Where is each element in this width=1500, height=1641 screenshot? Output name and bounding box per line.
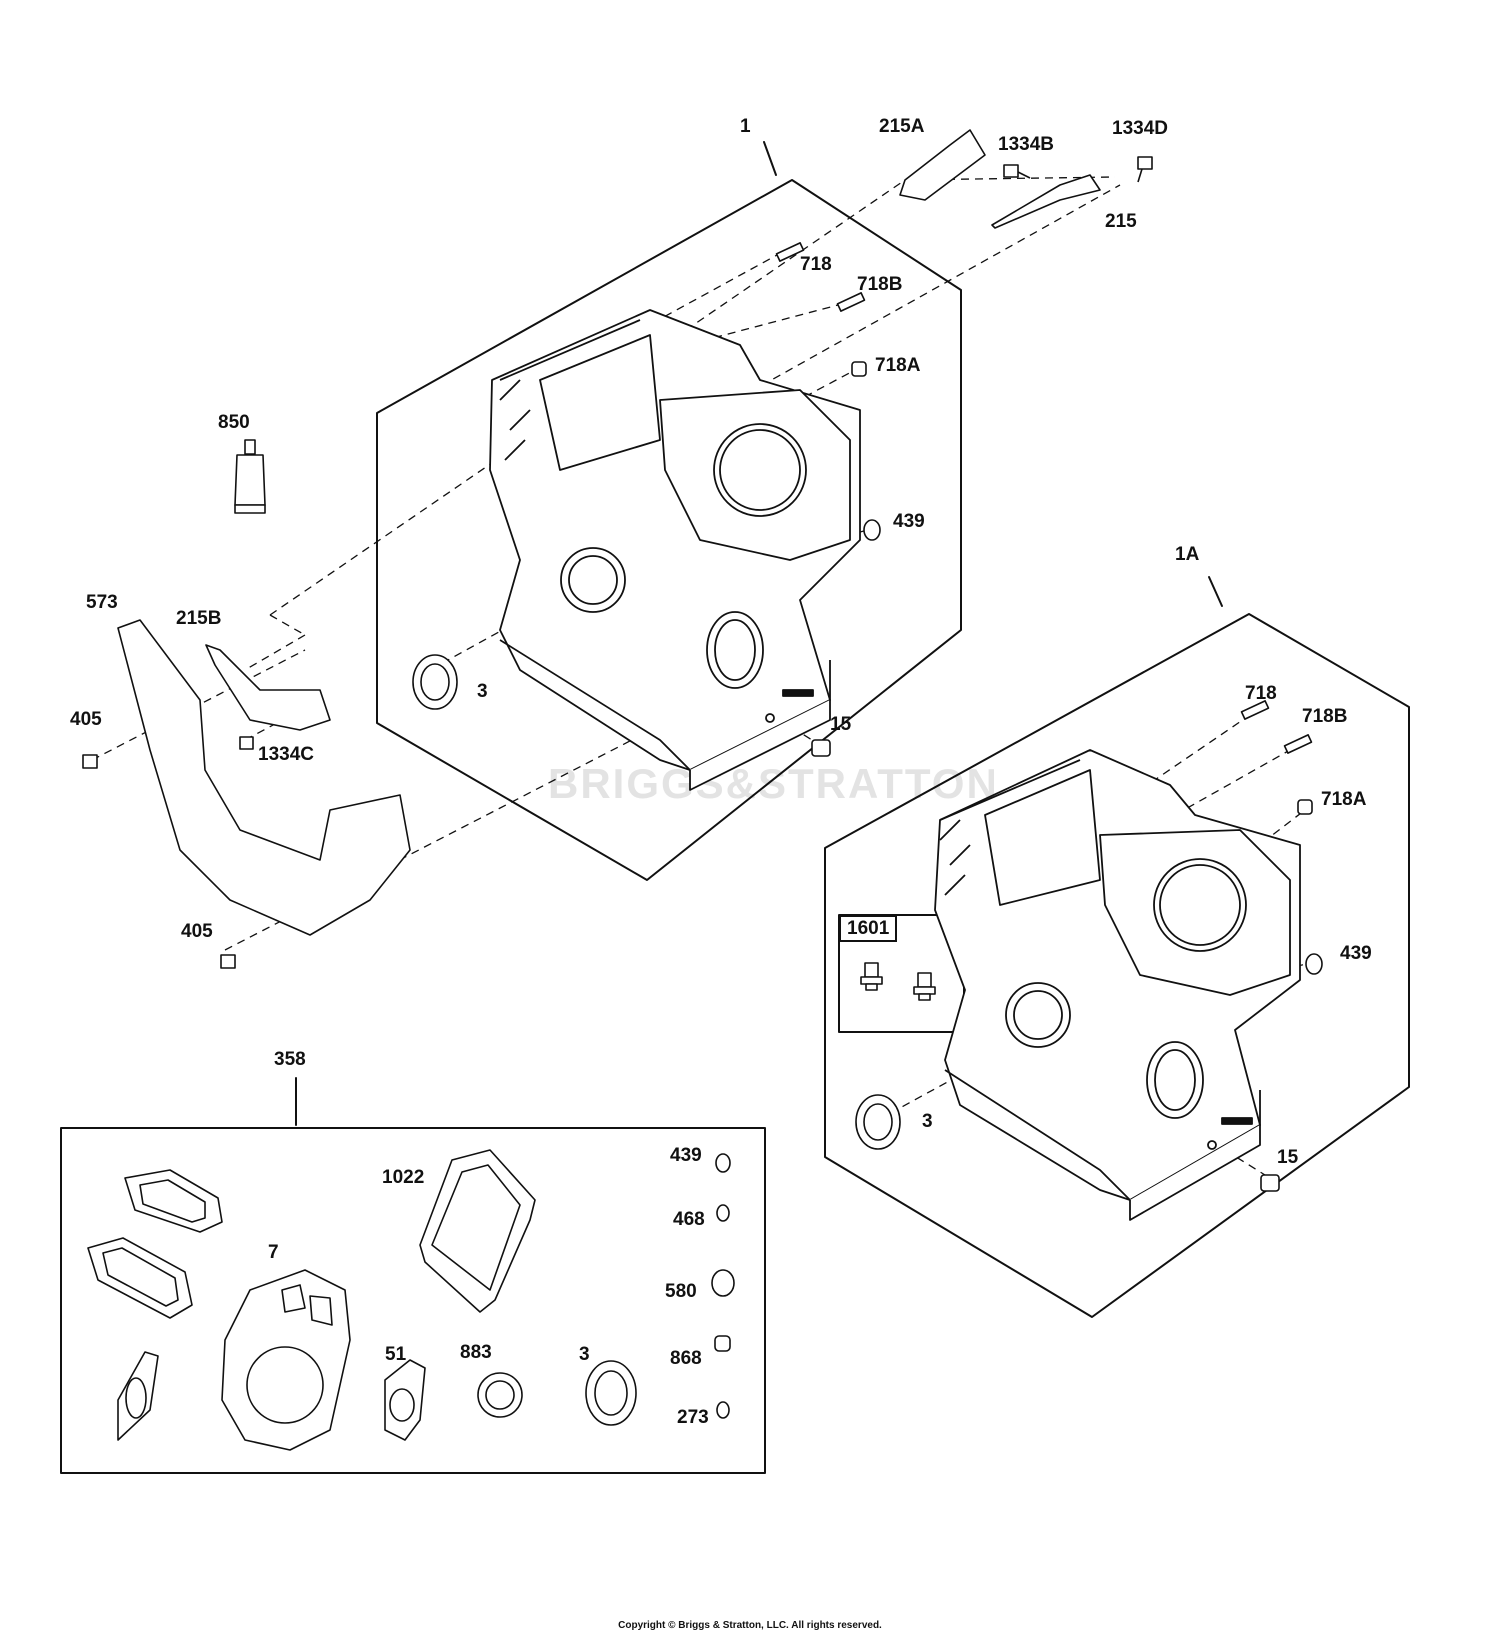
oring-439 [863,519,881,541]
copyright-notice: Copyright © Briggs & Stratton, LLC. All … [618,1620,882,1631]
label-kit-273: 273 [677,1407,709,1428]
label-439-2: 439 [1340,943,1372,964]
label-718B-2: 718B [1302,706,1348,727]
bolt-1334D [1137,156,1153,183]
gasket-kit-box [60,1127,766,1474]
crankcase-1-outline [376,179,962,881]
label-15a: 15 [830,714,852,735]
label-215: 215 [1105,211,1137,232]
label-1334B: 1334B [998,134,1054,155]
clip-215 [991,174,1101,229]
label-1A: 1A [1175,544,1200,565]
label-358: 358 [274,1049,306,1070]
label-kit-439: 439 [670,1145,702,1166]
cover-plate-573 [117,619,411,936]
label-kit-868: 868 [670,1348,702,1369]
pin-718-2 [1240,700,1270,720]
gasket-51 [384,1359,426,1441]
label-3b: 3 [922,1111,933,1132]
label-3a: 3 [477,681,488,702]
gasket-1022 [419,1149,536,1313]
label-850: 850 [218,412,250,433]
label-883: 883 [460,1342,492,1363]
bolt-1601b [913,972,936,1001]
oring-439-2 [1305,953,1323,975]
label-215A: 215A [879,116,925,137]
bolt-1601a [860,962,883,991]
gasket-valve-cover-a [124,1169,223,1233]
label-3c: 3 [579,1344,590,1365]
pin-718B [836,292,866,312]
seal-3b [855,1094,901,1150]
bracket-215A [899,129,986,201]
label-1022: 1022 [382,1167,425,1188]
label-51: 51 [385,1344,407,1365]
pin-718 [775,242,805,262]
label-718A-2: 718A [1321,789,1367,810]
label-405b: 405 [181,921,213,942]
label-1334C: 1334C [258,744,314,765]
label-7: 7 [268,1242,279,1263]
crankcase-1A-outline [824,613,1410,1318]
label-15b: 15 [1277,1147,1299,1168]
sealant-tube-850 [234,439,266,514]
oring-439-kit [715,1153,731,1173]
gasket-head-7 [221,1269,351,1451]
oring-580-kit [711,1269,735,1297]
label-718: 718 [800,254,832,275]
sleeve-868-kit [714,1335,731,1352]
seal-3c [585,1360,637,1426]
gasket-883 [477,1372,523,1418]
label-718A: 718A [875,355,921,376]
label-718B: 718B [857,274,903,295]
label-1601: 1601 [839,915,898,942]
gasket-intake [117,1351,159,1441]
sleeve-15b [1260,1174,1280,1192]
sleeve-15a [811,739,831,757]
bolt-405b [220,954,236,969]
label-1: 1 [740,116,751,137]
label-215B: 215B [176,608,222,629]
sleeve-718A [851,361,867,377]
seal-3a [412,654,458,710]
bolt-405a [82,754,98,769]
bolt-1334B [1003,164,1031,179]
label-kit-468: 468 [673,1209,705,1230]
brand-watermark: BRIGGS&STRATTON [548,760,999,807]
label-1334D: 1334D [1112,118,1168,139]
crankcase-1A-drawing [934,749,1301,1221]
label-439: 439 [893,511,925,532]
label-718-2: 718 [1245,683,1277,704]
crankcase-1-drawing [489,309,861,791]
label-kit-580: 580 [665,1281,697,1302]
bracket-215B [205,644,331,731]
label-573: 573 [86,592,118,613]
label-405a: 405 [70,709,102,730]
pin-718B-2 [1283,734,1313,754]
oring-468-kit [716,1204,730,1222]
bolt-1334C [239,736,254,750]
sleeve-718A-2 [1297,799,1313,815]
oring-273-kit [716,1401,730,1419]
gasket-valve-cover-b [87,1237,193,1319]
